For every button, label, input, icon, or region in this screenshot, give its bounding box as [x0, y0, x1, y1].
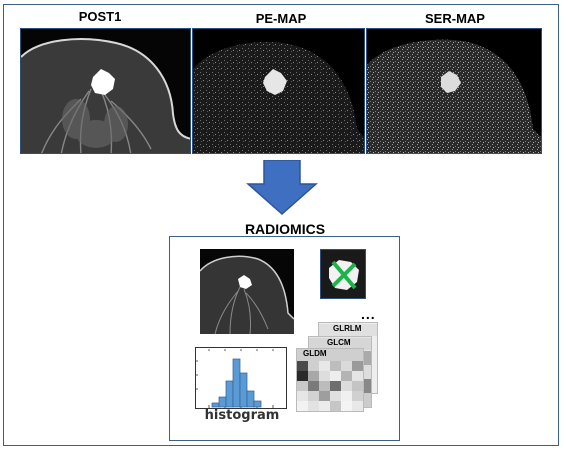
title-pe-map: PE-MAP [255, 11, 307, 26]
hist-bar [253, 400, 262, 408]
hist-bar [239, 372, 248, 408]
glcm-label: GLCM [309, 338, 371, 350]
breast-ser-map-graphic [367, 29, 541, 153]
pe-map-image [192, 28, 365, 154]
gldm-layer: GLDM [296, 348, 364, 412]
radiomics-title: RADIOMICS [244, 221, 326, 237]
hist-bar [225, 380, 234, 408]
roi-graphic [321, 250, 365, 298]
radiomics-breast-image [200, 249, 294, 334]
gray-level-matrix [297, 361, 363, 411]
roi-segmentation-image [320, 249, 366, 299]
histogram-chart [195, 347, 287, 409]
texture-matrix-stack: GLRLM GLCM GLDM [296, 322, 388, 412]
gldm-label: GLDM [297, 349, 363, 361]
title-post1: POST1 [78, 9, 122, 24]
figure-frame [3, 4, 559, 446]
glrlm-label: GLRLM [319, 324, 377, 336]
post1-image [20, 28, 191, 154]
hist-bar [232, 358, 241, 408]
breast-pe-map-graphic [193, 29, 364, 153]
down-arrow-icon [246, 160, 318, 216]
mini-breast-graphic [200, 249, 294, 334]
breast-post1-graphic [21, 29, 190, 153]
ser-map-image [366, 28, 542, 154]
hist-bar [218, 396, 227, 408]
hist-bar [246, 390, 255, 408]
title-ser-map: SER-MAP [425, 11, 485, 26]
hist-bar [211, 402, 220, 408]
more-features-ellipsis: ... [361, 306, 376, 322]
histogram-label: histogram [204, 408, 280, 423]
